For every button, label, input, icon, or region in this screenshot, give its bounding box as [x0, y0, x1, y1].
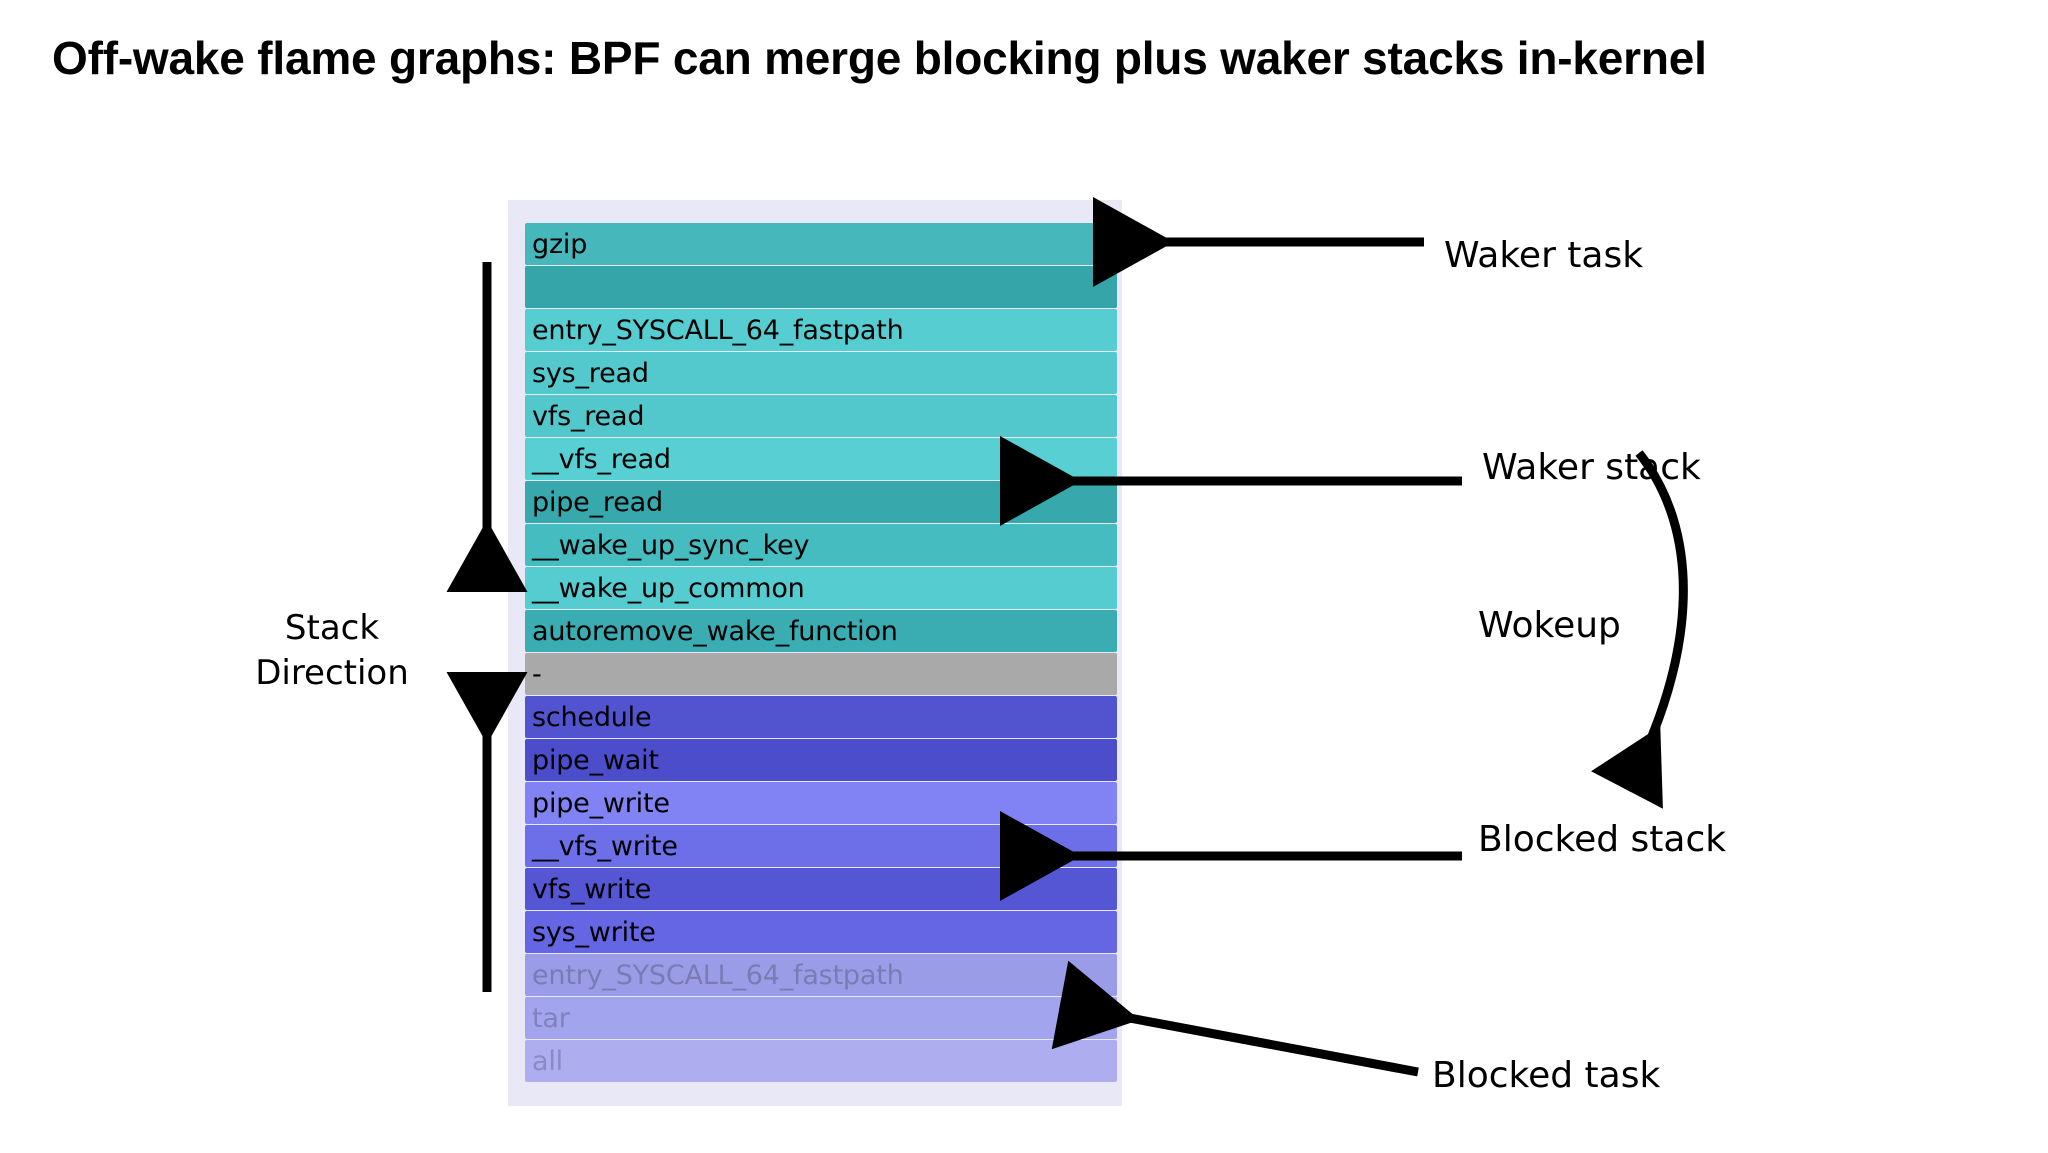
flame-frame-label: autoremove_wake_function [532, 615, 898, 647]
flame-frame[interactable]: vfs_read [525, 395, 1117, 437]
callout-waker-stack: Waker stack [1482, 447, 1701, 488]
flame-frame[interactable]: sys_write [525, 911, 1117, 953]
flame-frame[interactable]: - [525, 653, 1117, 695]
callout-waker-task: Waker task [1444, 235, 1644, 276]
flame-frame-label: __wake_up_common [532, 572, 805, 604]
flame-frame[interactable]: gzip [525, 223, 1117, 265]
callout-blocked-task: Blocked task [1432, 1055, 1661, 1096]
flame-frame-label: vfs_write [532, 873, 652, 905]
flame-frame[interactable]: pipe_read [525, 481, 1117, 523]
flame-frame[interactable]: pipe_wait [525, 739, 1117, 781]
page-title: Off-wake flame graphs: BPF can merge blo… [52, 32, 1707, 84]
flame-frame[interactable] [525, 266, 1117, 308]
flame-frame-label: - [532, 658, 542, 690]
flame-frame-label: all [532, 1045, 563, 1077]
flame-frame-label: __vfs_read [532, 443, 671, 475]
flame-frame[interactable]: entry_SYSCALL_64_fastpath [525, 309, 1117, 351]
flame-frame-label: pipe_read [532, 486, 663, 518]
flame-frame[interactable]: pipe_write [525, 782, 1117, 824]
flame-frame-label: sys_read [532, 357, 649, 389]
flame-frame[interactable]: __wake_up_common [525, 567, 1117, 609]
flame-frame[interactable]: sys_read [525, 352, 1117, 394]
flame-frame-label: vfs_read [532, 400, 645, 432]
callout-wokeup: Wokeup [1478, 605, 1621, 646]
flame-frame[interactable]: schedule [525, 696, 1117, 738]
flame-frame-label: tar [532, 1002, 570, 1034]
flame-frame-label: gzip [532, 228, 588, 260]
callout-blocked-stack: Blocked stack [1478, 819, 1727, 860]
flame-frame[interactable]: tar [525, 997, 1117, 1039]
flame-frame[interactable]: __vfs_write [525, 825, 1117, 867]
flame-frame-label: entry_SYSCALL_64_fastpath [532, 959, 904, 991]
flame-frame[interactable]: __vfs_read [525, 438, 1117, 480]
flame-frame[interactable]: __wake_up_sync_key [525, 524, 1117, 566]
flame-frame[interactable]: all [525, 1040, 1117, 1082]
flame-frame[interactable]: vfs_write [525, 868, 1117, 910]
flame-frame-label: pipe_wait [532, 744, 659, 776]
flame-frame-label: pipe_write [532, 787, 670, 819]
flame-frame[interactable]: autoremove_wake_function [525, 610, 1117, 652]
wokeup-curved-arrow [1591, 450, 1688, 809]
flame-frame-label: entry_SYSCALL_64_fastpath [532, 314, 904, 346]
flame-frame-label: schedule [532, 701, 652, 733]
flame-frame-label: __vfs_write [532, 830, 678, 862]
flame-frame-label: sys_write [532, 916, 656, 948]
flame-frame[interactable]: entry_SYSCALL_64_fastpath [525, 954, 1117, 996]
flame-frame-label: __wake_up_sync_key [532, 529, 810, 561]
